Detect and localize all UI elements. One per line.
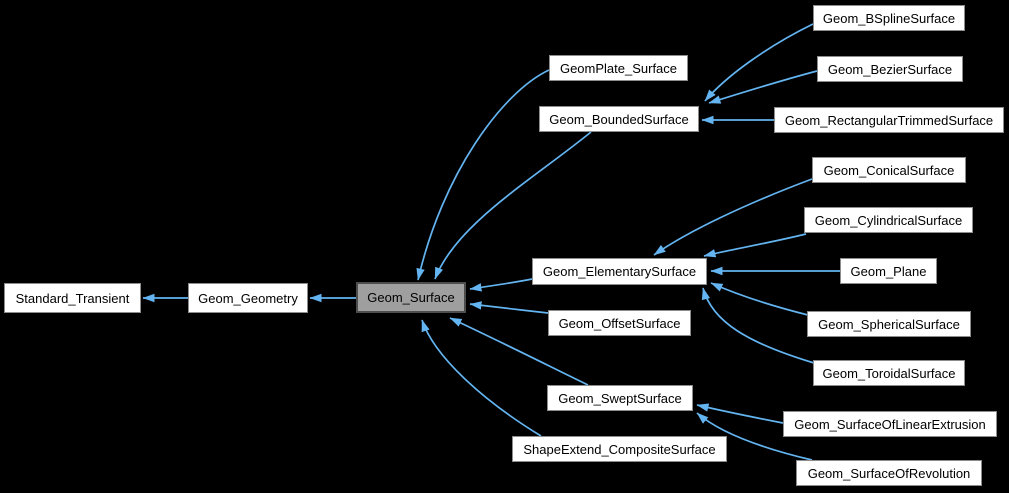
inheritance-edge-geom_sweptsurface-to-geom_surface xyxy=(449,317,589,386)
class-node-geom_offsetsurface[interactable]: Geom_OffsetSurface xyxy=(548,310,691,336)
class-node-geom_surfaceoflinearextrusion[interactable]: Geom_SurfaceOfLinearExtrusion xyxy=(783,411,997,437)
inheritance-edge-geom_bsplinesurface-to-geom_boundedsurface xyxy=(704,23,814,102)
class-node-shapeextend_compositesurface[interactable]: ShapeExtend_CompositeSurface xyxy=(512,436,727,462)
class-node-geom_bsplinesurface[interactable]: Geom_BSplineSurface xyxy=(813,5,965,31)
inheritance-edge-geom_toroidalsurface-to-geom_elementarysurface xyxy=(701,287,815,364)
class-node-geom_sweptsurface[interactable]: Geom_SweptSurface xyxy=(547,385,693,411)
class-node-standard_transient[interactable]: Standard_Transient xyxy=(4,283,141,313)
inheritance-edge-geom_boundedsurface-to-geom_surface xyxy=(434,131,592,280)
inheritance-edge-geom_elementarysurface-to-geom_surface xyxy=(469,278,533,292)
class-node-geom_surface: Geom_Surface xyxy=(356,282,466,313)
inheritance-edge-geom_conicalsurface-to-geom_elementarysurface xyxy=(653,178,813,256)
class-node-geom_sphericalsurface[interactable]: Geom_SphericalSurface xyxy=(807,311,971,337)
class-node-geom_geometry[interactable]: Geom_Geometry xyxy=(188,283,308,313)
class-node-geom_elementarysurface[interactable]: Geom_ElementarySurface xyxy=(532,258,707,285)
inheritance-edge-geom_cylindricalsurface-to-geom_elementarysurface xyxy=(703,233,807,258)
class-node-geom_plane[interactable]: Geom_Plane xyxy=(840,258,937,284)
inheritance-edge-geom_offsetsurface-to-geom_surface xyxy=(469,301,549,314)
inheritance-edge-shapeextend_compositesurface-to-geom_surface xyxy=(421,319,542,437)
class-node-geom_conicalsurface[interactable]: Geom_ConicalSurface xyxy=(812,157,966,183)
class-node-geom_beziersurface[interactable]: Geom_BezierSurface xyxy=(817,56,963,82)
inheritance-edge-geom_beziersurface-to-geom_boundedsurface xyxy=(708,70,818,104)
class-node-geom_surfaceofrevolution[interactable]: Geom_SurfaceOfRevolution xyxy=(796,460,982,486)
class-node-geom_rectangulartrimmedsurface[interactable]: Geom_RectangularTrimmedSurface xyxy=(774,107,1004,133)
class-node-geomplate_surface[interactable]: GeomPlate_Surface xyxy=(549,55,688,81)
inheritance-edge-geom_sphericalsurface-to-geom_elementarysurface xyxy=(710,282,809,316)
inheritance-edge-geomplate_surface-to-geom_surface xyxy=(416,69,550,281)
class-node-geom_cylindricalsurface[interactable]: Geom_CylindricalSurface xyxy=(804,207,973,233)
inheritance-edge-geom_surfaceoflinearextrusion-to-geom_sweptsurface xyxy=(696,403,784,424)
inheritance-edge-geom_surfaceofrevolution-to-geom_sweptsurface xyxy=(696,412,813,461)
class-node-geom_boundedsurface[interactable]: Geom_BoundedSurface xyxy=(539,106,699,132)
class-node-geom_toroidalsurface[interactable]: Geom_ToroidalSurface xyxy=(813,360,965,386)
